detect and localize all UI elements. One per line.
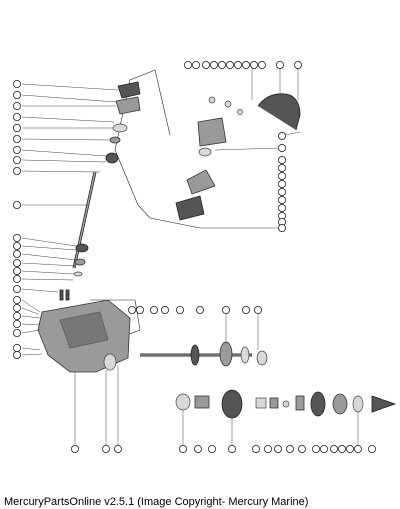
- callout-bubble: [277, 179, 286, 188]
- callout-bubble: [329, 444, 338, 453]
- callout-bubble: [12, 258, 21, 267]
- water-pump-housing: [105, 81, 141, 164]
- callout-bubble: [160, 305, 169, 314]
- callout-bubble: [253, 305, 262, 314]
- callout-bubble: [367, 444, 376, 453]
- callout-bubble: [277, 171, 286, 180]
- callout-bubble: [175, 305, 184, 314]
- callout-bubble: [71, 444, 80, 453]
- callout-bubble: [257, 61, 266, 70]
- callout-bubble: [345, 444, 354, 453]
- pinion-gear-stack: [59, 243, 89, 301]
- callout-bubble: [12, 80, 21, 89]
- callout-bubble: [207, 444, 216, 453]
- callout-bubble: [241, 305, 250, 314]
- callout-bubble: [297, 444, 306, 453]
- callout-bubble: [251, 444, 260, 453]
- callout-bubble: [277, 131, 286, 140]
- callout-bubble: [227, 444, 236, 453]
- callout-bubble: [353, 444, 362, 453]
- prop-hardware-chain: [175, 389, 397, 419]
- callout-bubble: [127, 305, 136, 314]
- callout-bubble: [102, 444, 111, 453]
- callout-bubble: [273, 444, 282, 453]
- callout-bubble: [191, 61, 200, 70]
- callout-bubble: [201, 61, 210, 70]
- callout-bubble: [249, 61, 258, 70]
- callout-bubble: [12, 343, 21, 352]
- leader-lines: [21, 66, 359, 446]
- callout-bubble: [311, 444, 320, 453]
- callout-bubble: [12, 311, 21, 320]
- callout-bubble: [12, 266, 21, 275]
- callout-bubble: [275, 61, 284, 70]
- callout-bubble: [12, 303, 21, 312]
- callout-bubble: [12, 145, 21, 154]
- gearcase-housing: [37, 299, 131, 373]
- callout-bubble: [277, 163, 286, 172]
- callout-bubble: [12, 274, 21, 283]
- callout-bubble: [12, 200, 21, 209]
- image-caption: MercuryPartsOnline v2.5.1 (Image Copyrig…: [4, 496, 309, 508]
- callout-bubble: [277, 195, 286, 204]
- callout-bubble: [319, 444, 328, 453]
- callout-bubble: [12, 91, 21, 100]
- driveshaft: [72, 171, 97, 269]
- callout-bubble: [12, 319, 21, 328]
- callout-bubble: [285, 444, 294, 453]
- callout-bubble: [277, 203, 286, 212]
- callout-bubble: [217, 61, 226, 70]
- part-callouts: [12, 61, 376, 453]
- callout-bubble: [12, 124, 21, 133]
- callout-bubble: [12, 249, 21, 258]
- callout-bubble: [178, 444, 187, 453]
- callout-bubble: [225, 61, 234, 70]
- exploded-parts-diagram: [12, 61, 397, 453]
- callout-bubble: [149, 305, 158, 314]
- callout-bubble: [193, 444, 202, 453]
- callout-bubble: [135, 305, 144, 314]
- callout-bubble: [12, 233, 21, 242]
- callout-bubble: [195, 305, 204, 314]
- callout-bubble: [12, 241, 21, 250]
- callout-bubble: [183, 61, 192, 70]
- callout-bubble: [12, 295, 21, 304]
- callout-bubble: [209, 61, 218, 70]
- propeller-shaft: [140, 341, 268, 367]
- callout-bubble: [263, 444, 272, 453]
- callout-bubble: [221, 305, 230, 314]
- callout-bubble: [12, 328, 21, 337]
- callout-bubble: [12, 155, 21, 164]
- callout-bubble: [12, 134, 21, 143]
- callout-bubble: [12, 284, 21, 293]
- callout-bubble: [233, 61, 242, 70]
- callout-bubble: [277, 143, 286, 152]
- callout-bubble: [277, 223, 286, 232]
- callout-bubble: [12, 350, 21, 359]
- callout-bubble: [12, 102, 21, 111]
- callout-bubble: [12, 166, 21, 175]
- callout-bubble: [293, 61, 302, 70]
- shift-assembly: [175, 93, 301, 221]
- callout-bubble: [241, 61, 250, 70]
- callout-bubble: [277, 187, 286, 196]
- callout-bubble: [114, 444, 123, 453]
- callout-bubble: [277, 155, 286, 164]
- callout-bubble: [337, 444, 346, 453]
- callout-bubble: [12, 113, 21, 122]
